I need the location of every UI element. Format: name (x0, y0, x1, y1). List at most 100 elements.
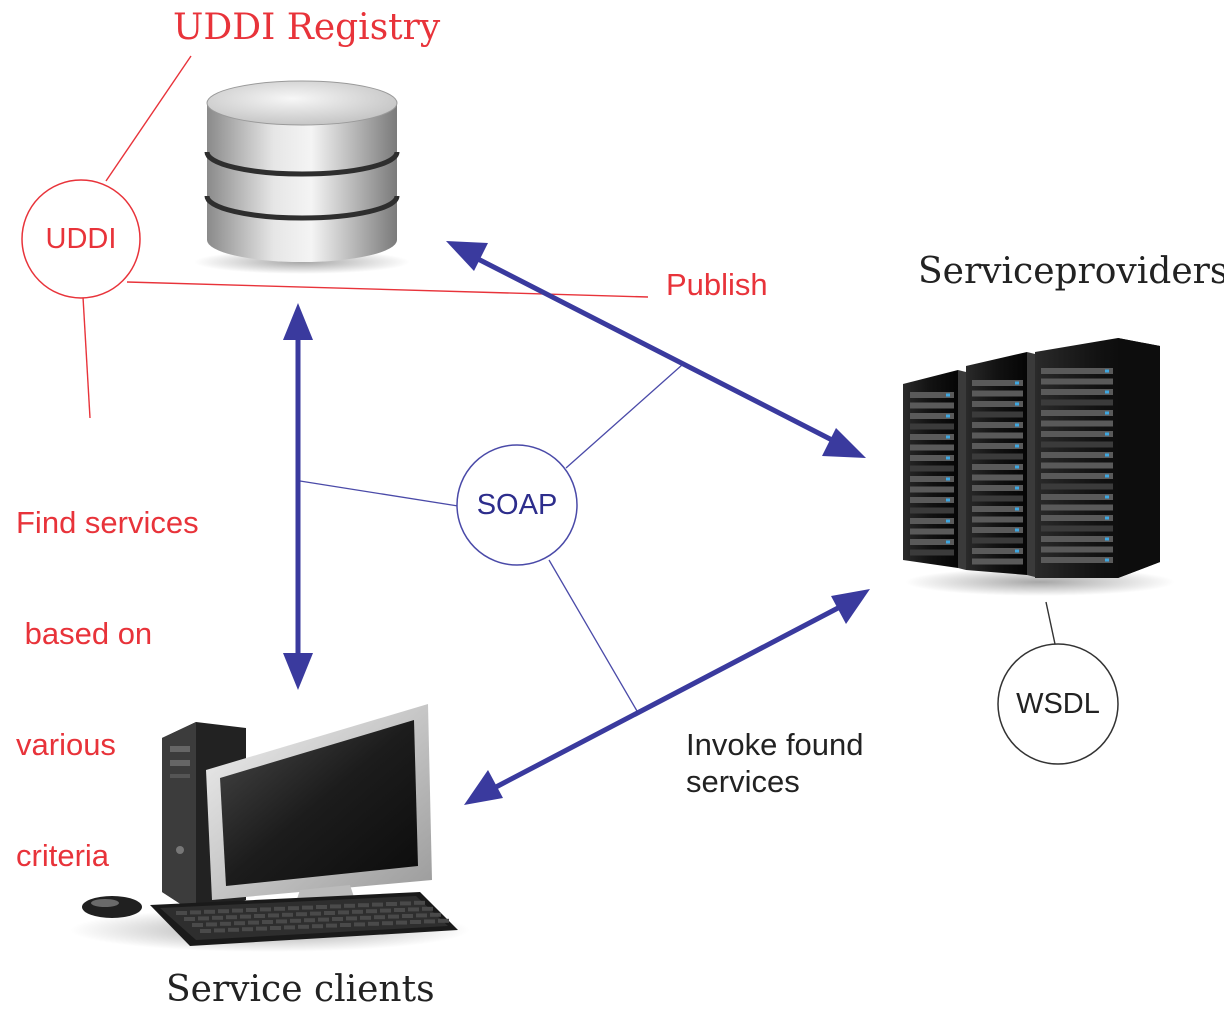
wsdl-to-server-line (1045, 601, 1056, 645)
server-led (1105, 516, 1109, 520)
server-unit (1041, 473, 1113, 479)
server-unit (1041, 525, 1113, 532)
server-led (1105, 495, 1109, 499)
keyboard-key (394, 908, 405, 912)
keyboard-key (246, 908, 257, 912)
server-unit (1041, 368, 1113, 374)
keyboard-key (410, 920, 421, 924)
server-unit (910, 539, 954, 545)
keyboard-key (382, 921, 393, 926)
keyboard-key (310, 911, 321, 916)
keyboard-key (284, 925, 295, 930)
wsdl-bubble-label: WSDL (1016, 687, 1100, 720)
server-unit (1041, 399, 1113, 406)
server-led (1015, 402, 1019, 406)
server-led (1015, 381, 1019, 385)
server-unit (910, 434, 954, 440)
server-led (1105, 369, 1109, 373)
server-unit (972, 558, 1023, 565)
server-led (1015, 444, 1019, 448)
find-services-line-3: various (16, 727, 116, 762)
server-unit (910, 518, 954, 524)
computer-mouse (82, 896, 142, 918)
server-unit (1041, 483, 1113, 490)
keyboard-key (220, 921, 231, 926)
server-unit (910, 476, 954, 482)
keyboard-key (226, 915, 237, 920)
keyboard-key (304, 918, 315, 923)
keyboard-key (424, 919, 435, 924)
server-led (1105, 558, 1109, 562)
server-led (1015, 465, 1019, 469)
keyboard-key (416, 913, 427, 918)
server-unit (1041, 557, 1113, 563)
server-rack-icon (903, 338, 1175, 596)
keyboard-key (212, 915, 223, 920)
server-unit (972, 390, 1023, 397)
database-icon (194, 80, 410, 274)
server-unit (1041, 389, 1113, 395)
server-led (946, 498, 950, 502)
server-unit (1041, 441, 1113, 448)
soap-bubble-label: SOAP (476, 488, 558, 521)
keyboard-key (198, 916, 209, 921)
keyboard-key (254, 914, 265, 918)
server-unit (1041, 504, 1113, 511)
keyboard-key (430, 912, 441, 917)
registry-clients-arrow (283, 303, 313, 690)
keyboard-key (262, 920, 273, 924)
keyboard-key (248, 920, 259, 925)
keyboard-key (214, 928, 225, 933)
uddi-to-registry-line (105, 55, 192, 182)
keyboard-key (422, 906, 433, 911)
server-led (1105, 390, 1109, 394)
server-unit (910, 423, 954, 430)
keyboard-key (346, 916, 357, 921)
keyboard-key (326, 923, 337, 928)
server-led (946, 414, 950, 418)
server-unit (1041, 536, 1113, 542)
keyboard-key (192, 923, 203, 927)
keyboard-key (240, 914, 251, 919)
keyboard-key (358, 903, 369, 908)
soap-to-vertical-arrow-line (299, 480, 459, 507)
server-unit (910, 528, 954, 535)
server-unit (972, 453, 1023, 460)
keyboard-keys (176, 900, 449, 933)
server-unit (1041, 462, 1113, 469)
server-unit (910, 486, 954, 493)
server-led (1105, 432, 1109, 436)
keyboard-key (228, 927, 239, 932)
keyboard-key (184, 917, 195, 921)
server-unit (1041, 378, 1113, 385)
server-led (946, 435, 950, 439)
keyboard-key (386, 902, 397, 906)
server-unit (972, 485, 1023, 491)
keyboard-key (316, 905, 327, 909)
server-unit (1041, 494, 1113, 500)
keyboard-key (260, 907, 271, 912)
server-unit (972, 432, 1023, 439)
keyboard-key (332, 917, 343, 921)
keyboard-key (296, 912, 307, 917)
uddi-bubble-circle (21, 179, 141, 299)
keyboard-key (200, 929, 211, 933)
keyboard-key (312, 924, 323, 929)
keyboard-key (324, 911, 335, 915)
keyboard-key (256, 926, 267, 931)
keyboard-key (318, 917, 329, 922)
clients-providers-arrow (464, 589, 870, 805)
server-unit (972, 506, 1023, 512)
soap-bubble-circle (456, 444, 578, 566)
server-led (1015, 528, 1019, 532)
keyboard-key (282, 912, 293, 917)
server-unit (972, 516, 1023, 523)
server-unit (910, 549, 954, 556)
keyboard-key (298, 924, 309, 929)
server-led (1015, 423, 1019, 427)
server-led (1015, 549, 1019, 553)
keyboard-key (338, 910, 349, 915)
invoke-services-label: Invoke found services (686, 726, 864, 800)
keyboard-key (438, 918, 449, 923)
keyboard-key (290, 918, 301, 923)
